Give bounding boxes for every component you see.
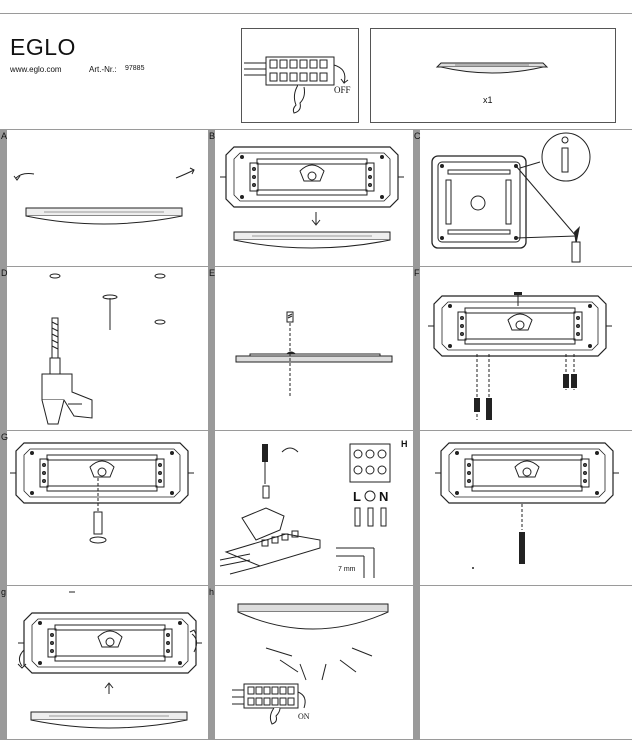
terminal-off-icon [244,56,349,114]
step-label-e: E [209,268,216,278]
live-label: L [353,489,361,504]
grid-rule-3 [0,430,632,431]
step-d-illustration [41,273,166,425]
article-label: Art.-Nr.: [89,65,117,74]
grid-rule-4 [0,585,632,586]
step-label-h-lower: h [209,587,215,597]
on-label: ON [298,712,310,721]
parts-box: x1 [370,28,616,123]
step-label-g: G [1,432,9,442]
off-label: OFF [334,85,351,95]
article-number: 97885 [125,65,145,72]
grid-rule-2 [0,266,632,267]
grid-rule-5 [0,739,632,740]
quantity-label: x1 [483,95,493,105]
lamp-part-icon [435,62,549,74]
top-rule [0,13,632,14]
middle-edge-bar-1 [208,130,215,739]
strip-length-label: 7 mm [338,566,356,573]
step-label-a: A [1,131,8,141]
power-off-box: OFF [241,28,359,123]
step-h-illustration [219,443,391,578]
step-screw-illustration [434,442,620,569]
step-label-g-lower: g [1,587,7,597]
step-label-f: F [414,268,420,278]
step-label-c: C [414,131,421,141]
website-text: www.eglo.com [10,65,62,74]
neutral-label: N [379,489,389,504]
step-b-illustration [219,146,405,249]
middle-edge-bar-2 [413,130,420,739]
grid-rule-1 [0,129,632,130]
step-a-illustration [13,167,195,225]
brand-logo: EGLO [10,34,76,60]
step-label-h: H [401,439,408,449]
step-g-lower-illustration [17,591,203,729]
step-h-lower-illustration [232,603,389,725]
step-g-illustration [9,442,195,544]
step-label-d: D [1,268,8,278]
step-label-b: B [209,131,216,141]
left-edge-bar [0,130,7,739]
step-e-illustration [235,311,393,396]
step-f-illustration [427,292,613,420]
step-c-illustration [431,132,591,263]
